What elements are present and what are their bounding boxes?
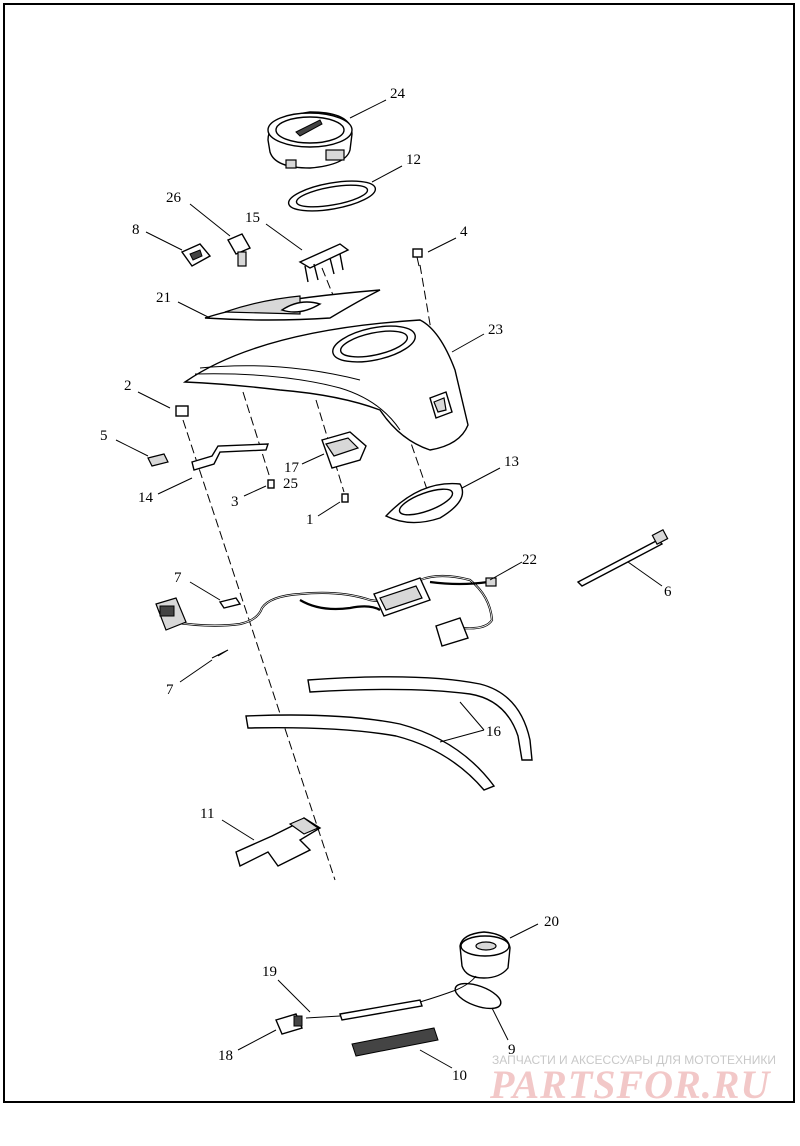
mounting-bracket-part [191, 443, 269, 471]
speedometer-part [267, 111, 353, 169]
top-trim-panel-part [204, 289, 381, 321]
callout-7-upper: 7 [174, 570, 182, 586]
switch-module-part-17 [321, 431, 367, 469]
callout-16: 16 [486, 724, 502, 740]
bracket-part-11 [235, 817, 322, 868]
callout-17: 17 [284, 460, 300, 476]
clip-part-7b [211, 649, 229, 659]
connector-part-18 [275, 1013, 303, 1035]
callout-15: 15 [245, 210, 260, 226]
callout-18: 18 [218, 1048, 233, 1064]
conduit-part-10 [351, 1027, 439, 1057]
watermark: ЗАПЧАСТИ И АКСЕССУАРЫ ДЛЯ МОТОТЕХНИКИ PA… [489, 1053, 776, 1107]
callout-20: 20 [544, 914, 559, 930]
console-housing-part [182, 319, 469, 451]
screw-part-4 [412, 248, 423, 267]
watermark-logo: PARTSFOR.RU [489, 1062, 771, 1107]
callout-25: 25 [283, 476, 298, 492]
callout-21: 21 [156, 290, 171, 306]
callout-9: 9 [508, 1042, 516, 1058]
callout-8: 8 [132, 222, 140, 238]
callout-23: 23 [488, 322, 503, 338]
callout-12: 12 [406, 152, 421, 168]
callout-3: 3 [231, 494, 239, 510]
callout-10: 10 [452, 1068, 467, 1084]
callout-4: 4 [460, 224, 468, 240]
callout-1: 1 [306, 512, 314, 528]
gasket-ring-part [287, 180, 377, 212]
callout-6: 6 [664, 584, 672, 600]
callout-labels: 24 12 15 26 8 4 21 23 2 5 14 3 25 17 1 1… [100, 86, 672, 1084]
screw-part-2 [175, 405, 189, 417]
callout-11: 11 [200, 806, 214, 822]
callout-5: 5 [100, 428, 108, 444]
callout-24: 24 [390, 86, 406, 102]
clip-part-5 [147, 453, 169, 467]
gauge-mount-part-13 [384, 482, 464, 524]
callout-2: 2 [124, 378, 132, 394]
clip-part-7a [218, 597, 242, 609]
screw-part-3 [267, 479, 275, 489]
diagram-frame [3, 3, 795, 1103]
wiring-harness-part [155, 574, 497, 647]
indicator-lamp-part [459, 931, 511, 979]
trim-strip-lower-part [245, 714, 496, 791]
o-ring-part-9 [454, 982, 502, 1010]
callout-22: 22 [522, 552, 537, 568]
cable-tie-part [576, 528, 669, 587]
key-switch-part-26 [227, 233, 251, 267]
watermark-tagline: ЗАПЧАСТИ И АКСЕССУАРЫ ДЛЯ МОТОТЕХНИКИ [492, 1053, 776, 1067]
callout-19: 19 [262, 964, 277, 980]
sensor-lead-part [305, 975, 477, 1021]
callout-13: 13 [504, 454, 519, 470]
switch-part-8 [180, 243, 212, 267]
bracket-clip-part [298, 243, 350, 283]
callout-14: 14 [138, 490, 154, 506]
leader-lines [115, 99, 663, 1069]
screw-part-1 [341, 493, 349, 503]
callout-7-lower: 7 [166, 682, 174, 698]
callout-26: 26 [166, 190, 182, 206]
trim-strip-upper-part [307, 676, 533, 761]
